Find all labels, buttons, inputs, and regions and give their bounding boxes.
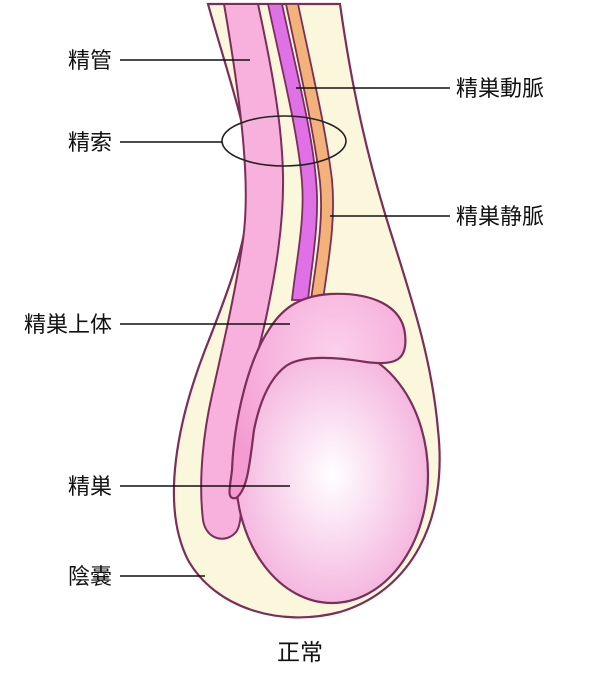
label-spermatic-cord: 精索 — [68, 131, 112, 156]
spermatic-cord-marker — [221, 115, 347, 167]
diagram-caption: 正常 — [277, 640, 323, 666]
label-scrotum: 陰嚢 — [68, 565, 112, 590]
label-vas-deferens: 精管 — [68, 49, 112, 74]
label-testis: 精巣 — [68, 475, 112, 500]
label-epididymis: 精巣上体 — [24, 313, 112, 338]
label-testicular-artery: 精巣動脈 — [456, 77, 544, 102]
vas-deferens — [200, 3, 285, 540]
epididymis — [228, 292, 407, 500]
label-testicular-vein: 精巣静脈 — [456, 205, 544, 230]
